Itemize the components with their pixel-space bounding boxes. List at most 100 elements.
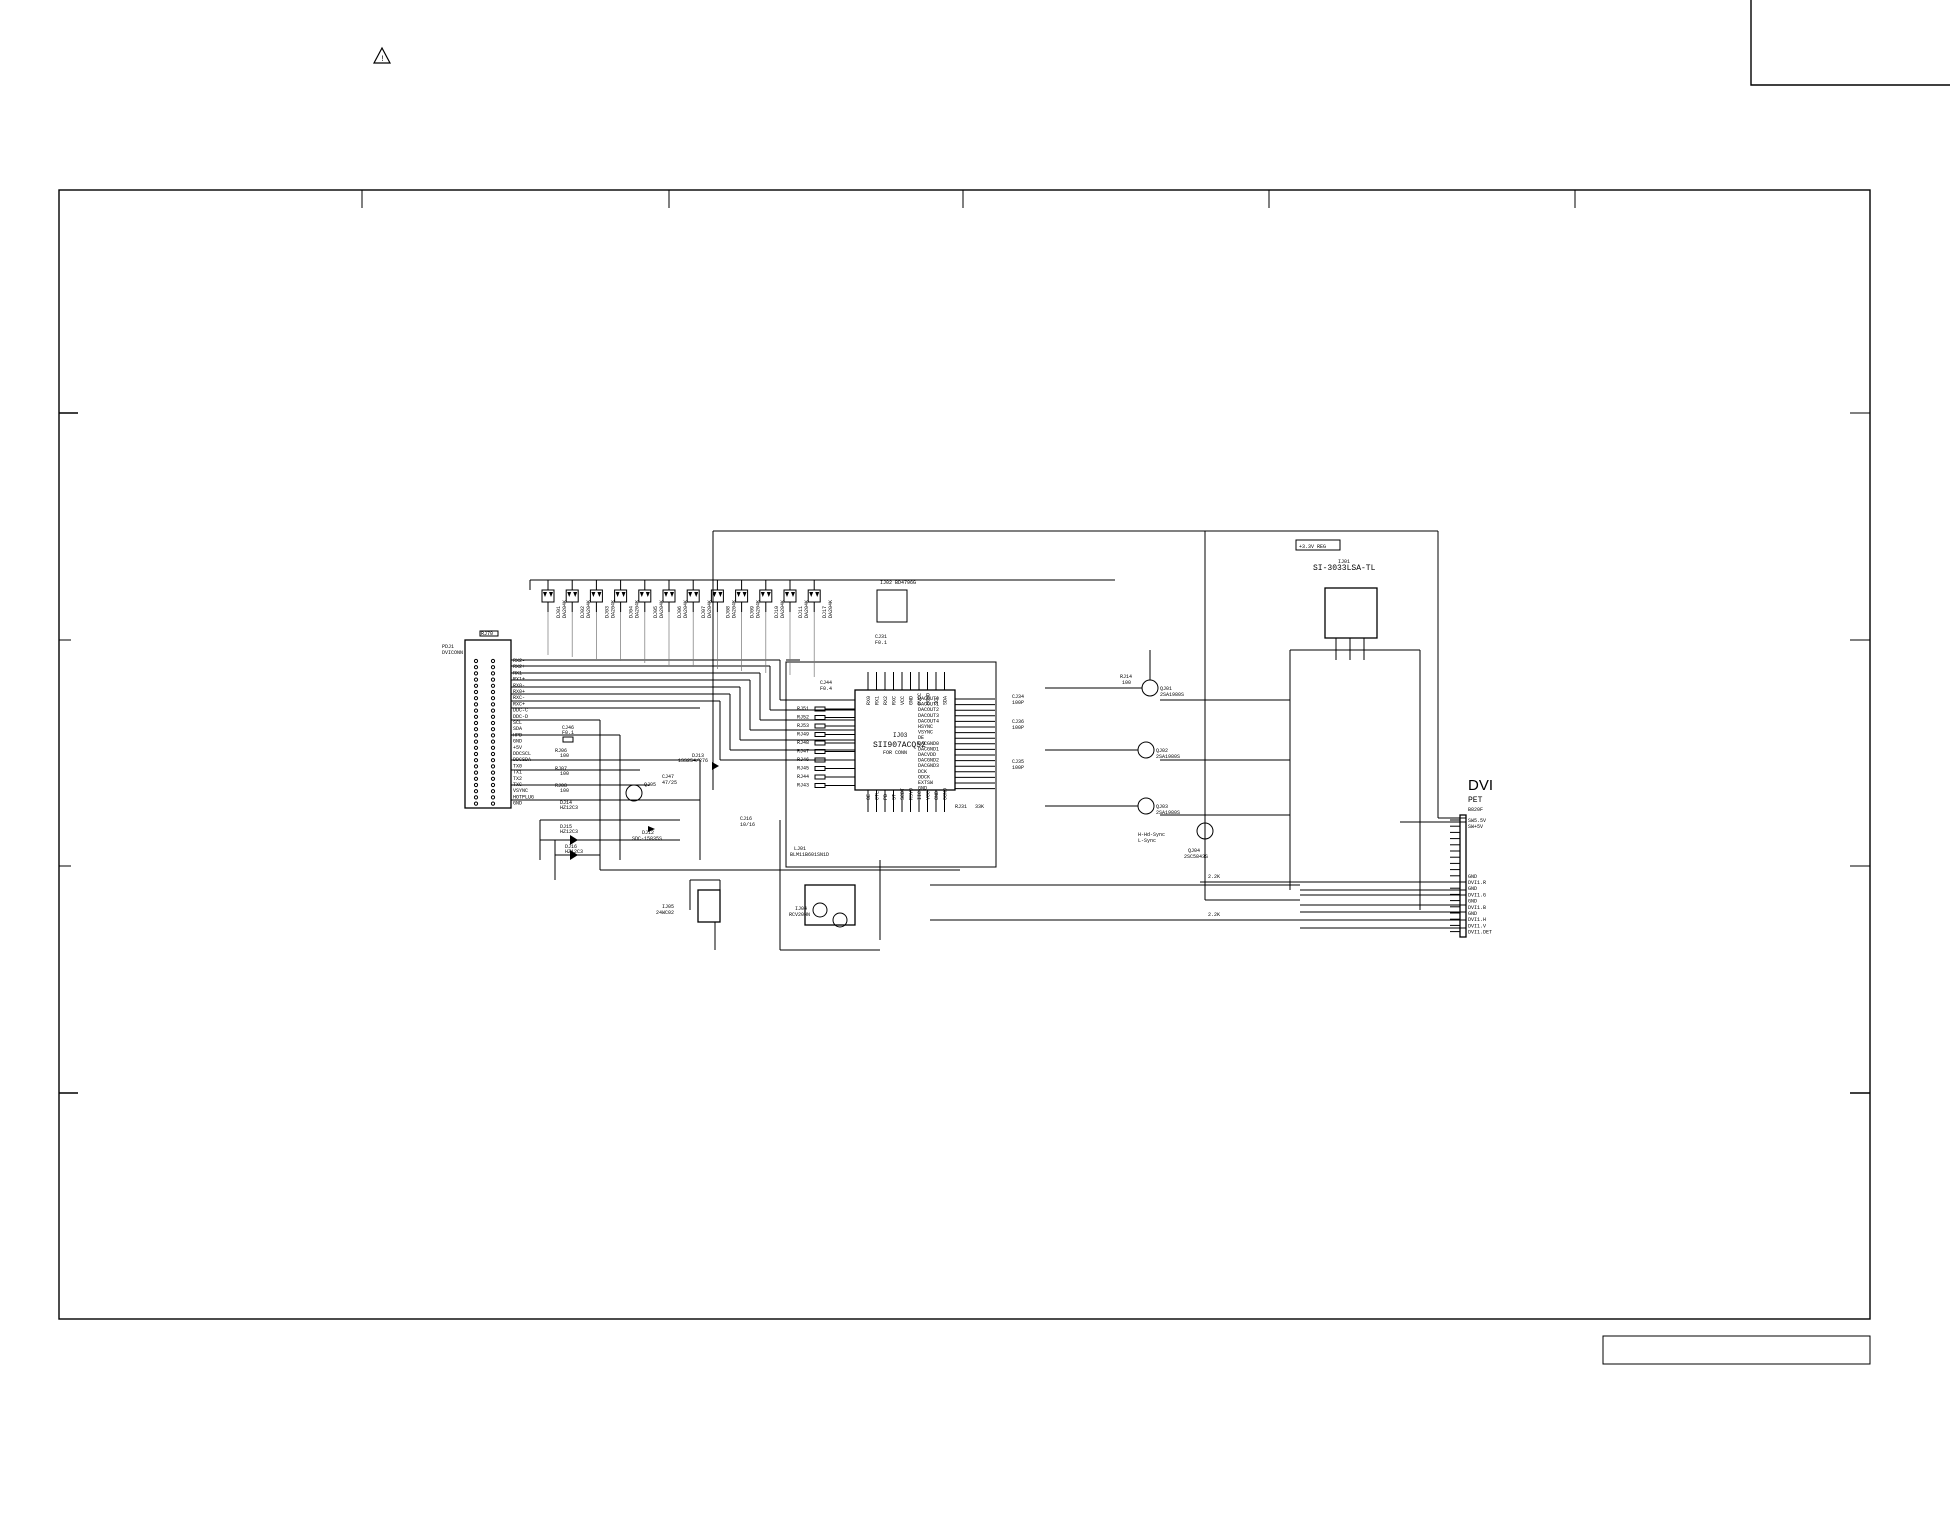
left-pin: SCL xyxy=(473,720,522,726)
dvi-pin-label: DVI1.G xyxy=(1468,892,1486,898)
ic-right-label: DACVDD xyxy=(918,752,936,758)
dj12-ref: DJ12 xyxy=(642,830,654,836)
rj07-ref: RJ07 xyxy=(555,766,567,772)
ic-right-pin: DACOUT2 xyxy=(918,707,995,713)
dj14-ref: DJ14 xyxy=(560,800,572,806)
ic-left-ref: RJ52 xyxy=(797,715,809,721)
ic-right-pin: DE xyxy=(918,735,995,741)
diode-part: DA204K xyxy=(586,600,592,618)
ic-left-ref: RJ53 xyxy=(797,723,809,729)
qj04-part: 2SC5843S xyxy=(1184,854,1208,860)
ic-bottom-pin: PD xyxy=(883,790,889,812)
ij03-ref: IJ03 xyxy=(893,732,908,739)
ij03-part: SII907ACQ52 xyxy=(873,741,926,750)
cj47-ref: CJ47 xyxy=(662,774,674,780)
ic-top-label: RX2 xyxy=(883,696,889,705)
diode-part: DA204K xyxy=(804,600,810,618)
rj31-val: 33K xyxy=(975,804,984,810)
ic-bottom-pin: ST xyxy=(892,790,898,812)
rj14-val: 100 xyxy=(1122,680,1131,686)
diode-part: DA204K xyxy=(756,600,762,618)
ic-right-label: EXTSW xyxy=(918,780,933,786)
cj44-ref: CJ44 xyxy=(820,680,832,686)
ic-right-label: HSYNC xyxy=(918,724,933,730)
ic-bottom-pin: OE xyxy=(866,790,872,812)
rj06-ref: RJ06 xyxy=(555,748,567,754)
ic-right-label: DACGND0 xyxy=(918,741,939,747)
ic-top-label: SCL xyxy=(934,696,940,705)
dvi-pin: SW+5V xyxy=(1450,824,1483,830)
vreg-note: +3.3V REG xyxy=(1299,544,1326,550)
ic-bottom-label: IIC xyxy=(917,791,923,800)
lj01-part: BLM11B601SN1D xyxy=(790,852,829,858)
ic-top-label: RX1 xyxy=(875,696,881,705)
dvi-pin-label: GND xyxy=(1468,911,1477,917)
ic-right-pin: EXTSW xyxy=(918,780,995,786)
warning-mark: ! xyxy=(380,55,385,64)
qj02-part: 2SA1980S xyxy=(1156,754,1180,760)
left-pin: +5V xyxy=(473,745,522,751)
diode-ref: DJ10 xyxy=(774,606,780,618)
left-pin: DDCSCL xyxy=(473,751,531,757)
left-pin: HOTPLUG xyxy=(473,794,534,800)
left-pin: RX0+ xyxy=(473,689,525,695)
ic-left-pin: RJ48 xyxy=(797,740,855,746)
left-pin: DDC-C xyxy=(473,708,528,714)
ic-right-pin: DACVDD xyxy=(918,752,995,758)
ic-right-label: DACOUT0 xyxy=(918,696,939,702)
ij04-ref: IJ04 xyxy=(795,906,807,912)
ic-right-label: GND xyxy=(918,786,927,792)
dvi-pin-label: DVI1.H xyxy=(1468,917,1486,923)
dvi-pin-label: DVI1.V xyxy=(1468,923,1486,929)
cj34-val: 100P xyxy=(1012,700,1024,706)
left-pin-label: SDA xyxy=(513,726,522,732)
ic-top-label: PGND xyxy=(926,693,932,705)
diode-part: DA204K xyxy=(659,600,665,618)
ic-bottom-pin: RSVD xyxy=(909,788,915,812)
ic-left-pin: RJ52 xyxy=(797,715,855,721)
diode-part: DA204K xyxy=(707,600,713,618)
left-pin-label: SCL xyxy=(513,720,522,726)
ic-right-pin: HSYNC xyxy=(918,724,995,730)
ic-right-pin: DACGND3 xyxy=(918,763,995,769)
left-cluster: CJ46 F0.1 RJ06 100 RJ07 100 RJ08 100 DJ1… xyxy=(554,725,755,950)
diode-ref: DJ05 xyxy=(653,606,659,618)
ic-left-pin: RJ49 xyxy=(797,732,855,738)
qj03-ref: QJ03 xyxy=(1156,804,1168,810)
cj47-val: 47/25 xyxy=(662,780,677,786)
rj70-label: RJ70 xyxy=(481,631,493,637)
ic-right-pin: DACGND0 xyxy=(918,741,995,747)
ic-top-label: SDA xyxy=(943,696,949,705)
ic-right-label: DCK xyxy=(918,769,927,775)
ic-bottom-label: RSVD xyxy=(909,788,915,800)
ic-right-label: DACGND2 xyxy=(918,758,939,764)
left-pin: SDA xyxy=(473,726,522,732)
dvi-pin: DVI1.V xyxy=(1450,923,1486,929)
ic-left-pin: RJ51 xyxy=(797,706,855,712)
ij01-part: SI-3033LSA-TL xyxy=(1313,564,1376,573)
cj34-ref: CJ34 xyxy=(1012,694,1024,700)
left-pin: TX0 xyxy=(473,763,522,769)
ic-right-pin: GND xyxy=(918,786,995,792)
ic-right-pin: DACOUT3 xyxy=(918,713,995,719)
pdj1-ref: PDJ1 xyxy=(442,644,454,650)
ic-bottom-label: PD xyxy=(883,794,889,800)
left-pin-label: RX2- xyxy=(513,658,525,664)
diode-part: DA204K xyxy=(731,600,737,618)
ic-bottom-label: GND xyxy=(934,791,940,800)
ic-top-pin: VCC xyxy=(900,672,906,705)
left-pin-label: DDC-D xyxy=(513,714,528,720)
ic-right-label: DACOUT4 xyxy=(918,718,939,724)
sheet-frame xyxy=(58,0,1950,1365)
regulator-ij02: IJ02 BD4796G CJ31 F0.1 CJ44 F0.4 xyxy=(820,580,916,692)
ic-bottom-pin: OGND xyxy=(943,788,949,812)
ic-bottom-label: VCC xyxy=(926,791,932,800)
left-pin: TX1 xyxy=(473,770,522,776)
ic-right-pin: DACOUT4 xyxy=(918,718,995,724)
ic-left-ref: RJ48 xyxy=(797,740,809,746)
dj16-part: HZ12C3 xyxy=(565,849,583,855)
ic-right-label: DACGND3 xyxy=(918,763,939,769)
